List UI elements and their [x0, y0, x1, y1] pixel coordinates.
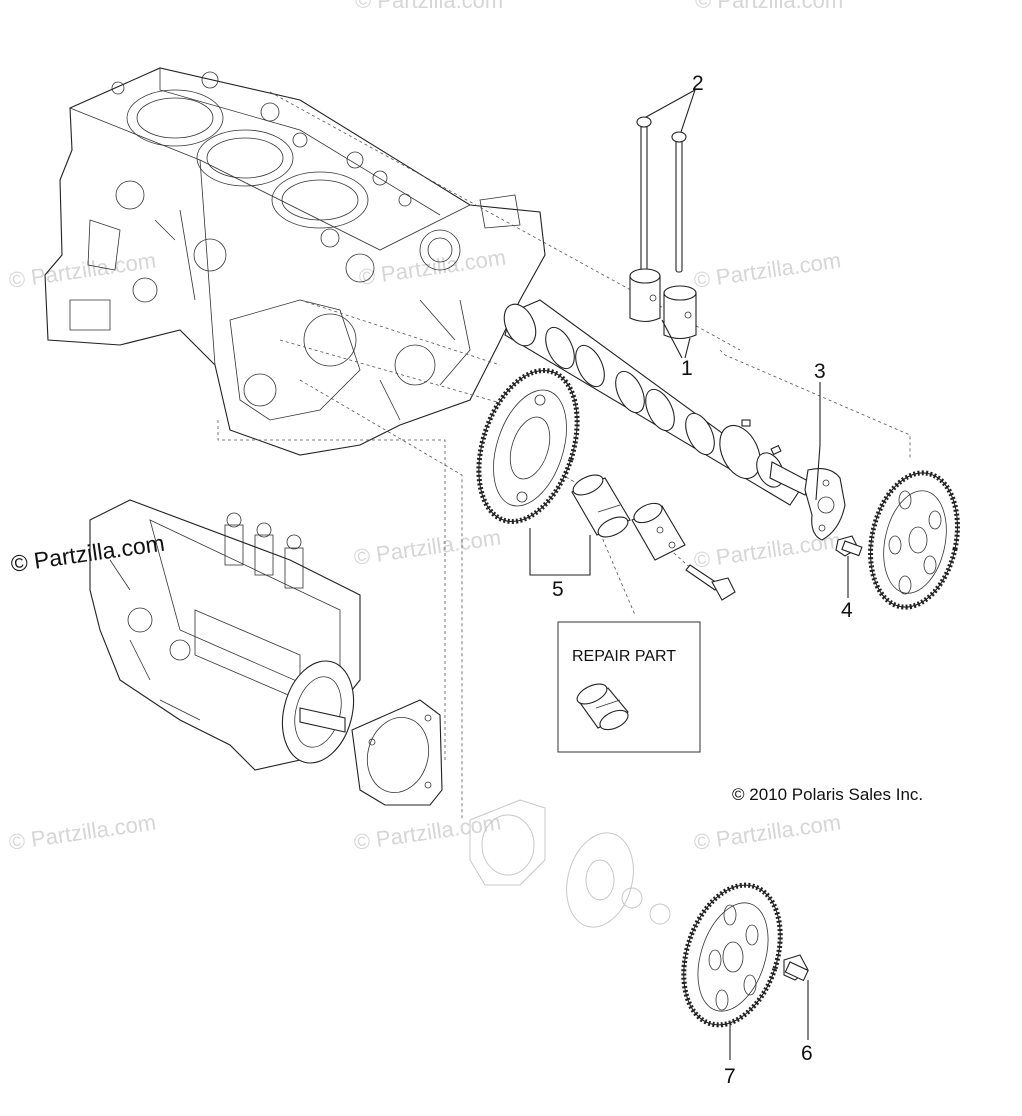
tappets — [629, 268, 697, 340]
watermark-mid-upper: © Partzilla.com — [357, 245, 507, 290]
engine-block — [44, 67, 546, 456]
idler-bushing — [571, 474, 631, 538]
callout-6: 6 — [801, 1042, 813, 1065]
watermark-left-upper: © Partzilla.com — [7, 248, 157, 293]
copyright-text: © 2010 Polaris Sales Inc. — [732, 785, 923, 804]
callout-1: 1 — [681, 357, 693, 380]
faint-lower-parts — [469, 799, 671, 928]
watermark-right-upper: © Partzilla.com — [692, 248, 842, 293]
camshaft-gear — [868, 470, 960, 610]
callout-5: 5 — [552, 578, 564, 601]
pump-gear-bolt — [783, 954, 809, 982]
watermark-left-lower: © Partzilla.com — [7, 810, 157, 855]
callout-leaders — [529, 89, 849, 1060]
repair-part-box: REPAIR PART — [557, 621, 701, 753]
camshaft — [503, 299, 811, 506]
idler-shaft — [631, 502, 736, 601]
watermark-dark: © Partzilla.com — [9, 530, 166, 577]
callout-2: 2 — [692, 72, 704, 95]
idler-gear — [476, 368, 580, 524]
watermark-right-lower: © Partzilla.com — [692, 810, 842, 855]
injection-pump — [89, 499, 361, 771]
pump-gasket — [351, 699, 443, 806]
callout-3: 3 — [814, 360, 826, 383]
gear-bolt — [835, 535, 863, 557]
repair-part-title: REPAIR PART — [572, 648, 676, 665]
pushrods — [636, 116, 687, 276]
watermark-top-mid: © Partzilla.com — [355, 0, 503, 13]
callout-4: 4 — [841, 599, 853, 622]
callout-7: 7 — [724, 1065, 736, 1088]
watermark-mid-middle: © Partzilla.com — [352, 525, 502, 570]
thrust-plate — [804, 468, 846, 541]
pump-drive-gear — [681, 882, 783, 1028]
watermark-top-right: © Partzilla.com — [695, 0, 843, 13]
